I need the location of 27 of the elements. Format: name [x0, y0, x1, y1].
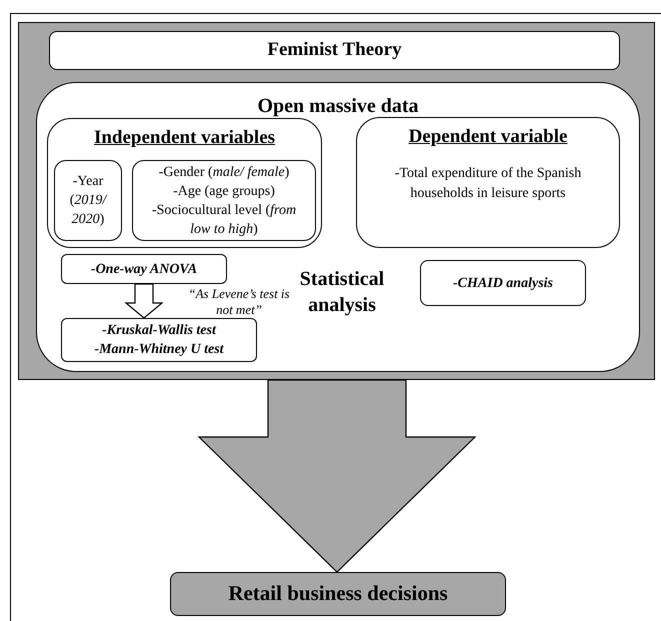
block-arrow	[124, 283, 164, 319]
variable-box	[356, 117, 620, 248]
decision-box	[170, 572, 506, 616]
variable-box	[132, 160, 316, 241]
heading-text: Independent variables	[92, 126, 276, 150]
heading-text: Open massive data	[256, 94, 420, 119]
variable-text: -Total expenditure of the Spanish households in leisure sports	[394, 165, 582, 203]
method-box	[61, 254, 227, 284]
heading-text: Dependent variable	[408, 125, 568, 149]
panel-background	[18, 22, 655, 380]
decision-text: Retail business decisions	[228, 580, 448, 608]
method-box	[61, 318, 257, 362]
method-text: -One-way ANOVA	[90, 260, 198, 278]
method-text: -Mann-Whitney U test	[94, 341, 224, 359]
method-text: -Kruskal-Wallis test	[102, 322, 216, 340]
block-arrow	[198, 379, 476, 573]
method-text: -CHAID analysis	[453, 274, 553, 292]
title-box	[49, 31, 620, 70]
data-box	[36, 82, 640, 372]
variables-box	[47, 118, 322, 248]
variable-text: -Sociocultural level (from low to high)	[150, 202, 298, 238]
variable-text: -Year (2019/ 2020)	[68, 173, 108, 229]
variable-text: -Gender (male/ female)	[158, 164, 290, 182]
method-box	[420, 260, 586, 306]
title-text: Feminist Theory	[267, 38, 402, 62]
variable-text: -Age (age groups)	[173, 182, 275, 200]
variable-box	[54, 160, 122, 241]
